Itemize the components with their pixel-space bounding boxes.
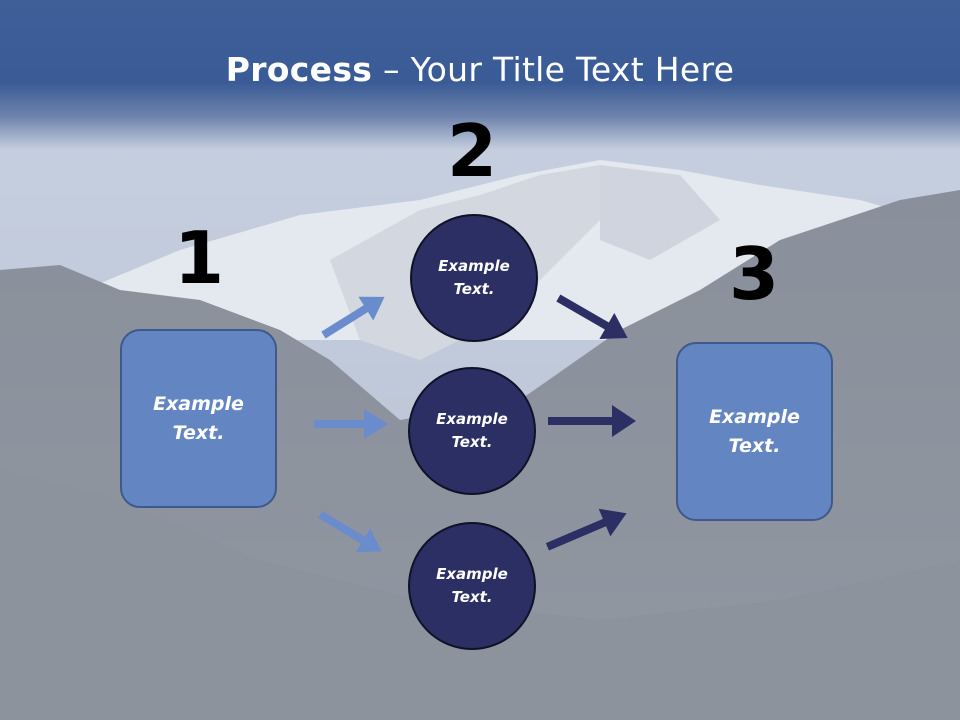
circle-bottom-line-1: Example [436, 564, 508, 583]
arrow-group-dark [545, 294, 636, 551]
left-box-line-2: Text. [172, 421, 225, 444]
right-box-line-2: Text. [728, 434, 781, 457]
arrow-down-right-icon [318, 511, 382, 553]
step-number-1: 1 [173, 216, 225, 300]
circle-middle-text: Example Text. [436, 408, 508, 455]
circle-top-line-2: Text. [453, 280, 495, 298]
arrow-right-icon [548, 405, 636, 437]
circle-bottom[interactable]: Example Text. [408, 522, 536, 650]
step-number-3: 3 [728, 232, 780, 316]
right-text-box[interactable]: Example Text. [676, 342, 833, 521]
left-box-text: Example Text. [153, 390, 244, 447]
circle-bottom-text: Example Text. [436, 563, 508, 610]
arrow-group-light [314, 296, 388, 553]
title-bold: Process [225, 50, 373, 89]
circle-middle[interactable]: Example Text. [408, 367, 536, 495]
slide-title[interactable]: Process – Your Title Text Here [0, 50, 960, 89]
left-text-box[interactable]: Example Text. [120, 329, 277, 508]
title-rest: – Your Title Text Here [372, 50, 735, 89]
circle-middle-line-1: Example [436, 409, 508, 428]
circle-middle-line-2: Text. [451, 433, 493, 451]
arrow-up-right-icon [321, 296, 385, 339]
circle-top-text: Example Text. [438, 255, 510, 302]
circle-top[interactable]: Example Text. [410, 214, 538, 342]
right-box-line-1: Example [709, 406, 800, 428]
right-box-text: Example Text. [709, 403, 800, 460]
circle-bottom-line-2: Text. [451, 588, 493, 606]
arrow-up-right-icon [545, 508, 627, 551]
circle-top-line-1: Example [438, 256, 510, 275]
title-banner [0, 0, 960, 150]
left-box-line-1: Example [153, 393, 244, 415]
arrow-right-icon [314, 409, 388, 439]
arrow-down-right-icon [556, 294, 628, 339]
step-number-2: 2 [446, 109, 498, 193]
